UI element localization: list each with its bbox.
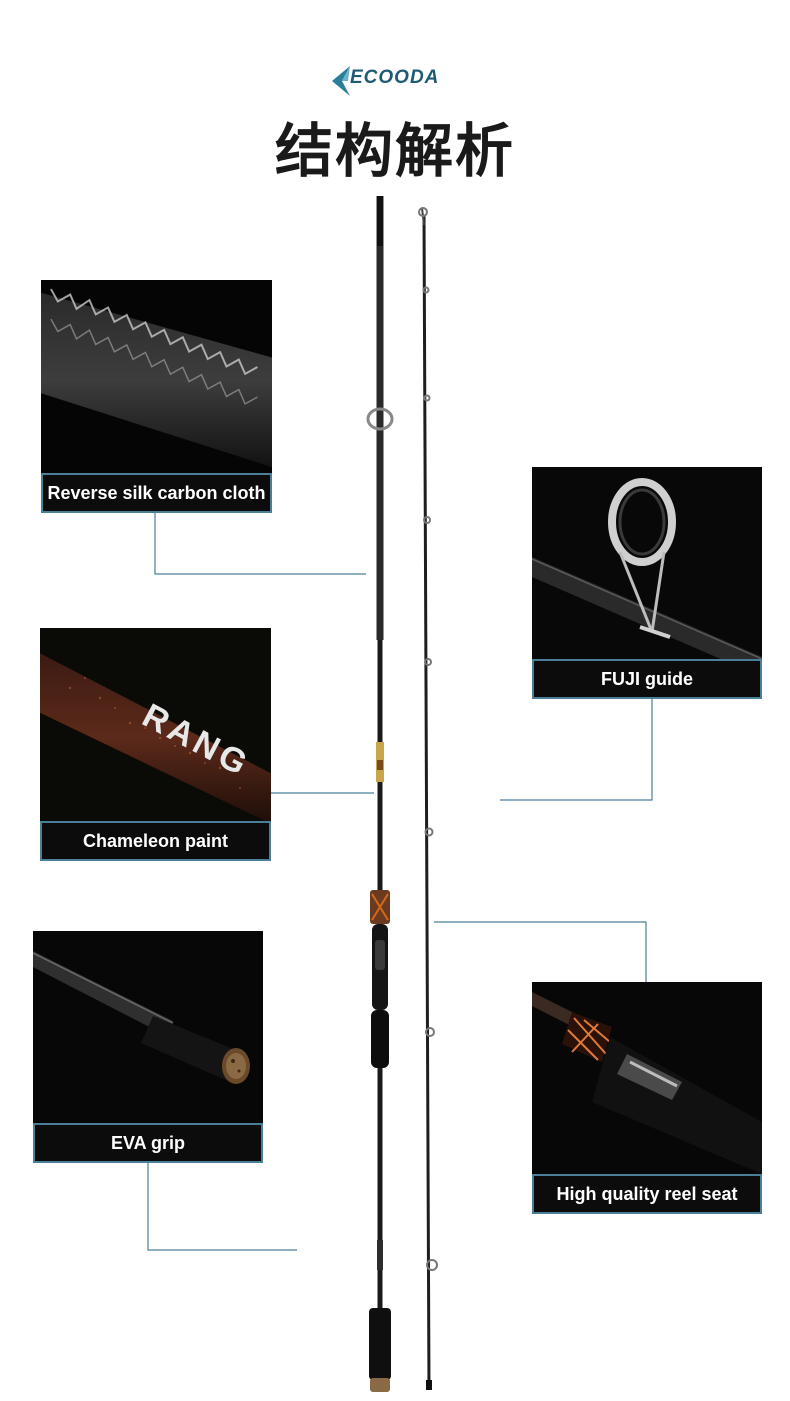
carbon-weave-image-icon <box>41 280 272 473</box>
eva-grip-label: EVA grip <box>33 1123 263 1163</box>
chameleon-paint-label: Chameleon paint <box>40 821 271 861</box>
feature-eva-grip: EVA grip <box>33 931 263 1163</box>
eva-grip-image-icon <box>33 931 263 1123</box>
logo-mark-icon <box>332 66 350 96</box>
feature-fuji-guide: FUJI guide <box>532 467 762 699</box>
feature-carbon-cloth: Reverse silk carbon cloth <box>41 280 272 513</box>
feature-chameleon-paint: RANG Chameleon paint <box>40 628 271 861</box>
leader-lines <box>147 512 653 1251</box>
brand-name: ECOODA <box>350 67 440 88</box>
left-rod <box>366 196 394 1392</box>
fuji-guide-image-icon <box>532 467 762 659</box>
reel-seat-label: High quality reel seat <box>532 1174 762 1214</box>
brand-logo <box>328 64 478 98</box>
page-title: 结构解析 <box>274 117 515 185</box>
feature-reel-seat: High quality reel seat <box>532 982 762 1214</box>
fuji-guide-label: FUJI guide <box>532 659 762 699</box>
reel-seat-image-icon <box>532 982 762 1174</box>
painted-blank-image-icon: RANG <box>40 628 271 821</box>
right-rod <box>418 207 438 1391</box>
carbon-cloth-label: Reverse silk carbon cloth <box>41 473 272 513</box>
